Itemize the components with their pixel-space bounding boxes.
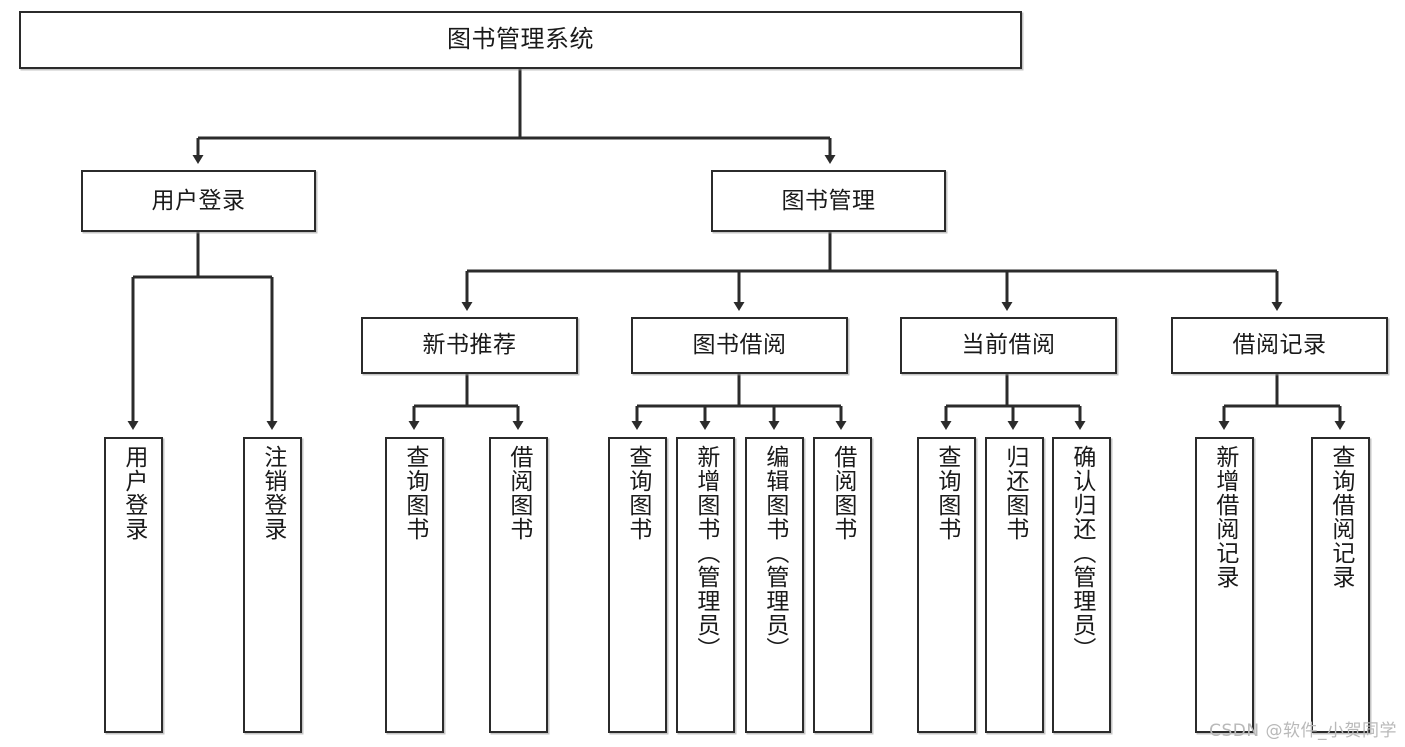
node-root-book-management-system[interactable]: 图书管理系统	[19, 11, 1022, 69]
node-label: 借阅图书	[505, 445, 532, 541]
node-borrow-record[interactable]: 借阅记录	[1171, 317, 1388, 374]
node-label: 图书管理系统	[447, 25, 594, 54]
node-leaf-confirm-return[interactable]: 确认归还（管理员）	[1052, 437, 1111, 733]
node-leaf-edit-book[interactable]: 编辑图书（管理员）	[745, 437, 804, 733]
node-book-borrow[interactable]: 图书借阅	[631, 317, 848, 374]
node-current-borrow[interactable]: 当前借阅	[900, 317, 1117, 374]
node-label: 查询借阅记录	[1327, 445, 1354, 589]
node-label: 新增图书（管理员）	[692, 445, 719, 661]
node-label: 当前借阅	[961, 332, 1056, 359]
node-label: 编辑图书（管理员）	[761, 445, 788, 661]
node-leaf-query-record[interactable]: 查询借阅记录	[1311, 437, 1370, 733]
node-leaf-logout-login[interactable]: 注销登录	[243, 437, 302, 733]
node-leaf-add-record[interactable]: 新增借阅记录	[1195, 437, 1254, 733]
node-label: 图书借阅	[692, 332, 787, 359]
node-label: 借阅记录	[1232, 332, 1327, 359]
node-label: 用户登录	[151, 187, 246, 214]
node-leaf-query-book-3[interactable]: 查询图书	[917, 437, 976, 733]
node-label: 用户登录	[120, 445, 147, 541]
node-label: 注销登录	[259, 445, 286, 541]
node-leaf-user-login[interactable]: 用户登录	[104, 437, 163, 733]
node-label: 确认归还（管理员）	[1068, 445, 1095, 661]
node-leaf-return-book[interactable]: 归还图书	[985, 437, 1044, 733]
node-user-login[interactable]: 用户登录	[81, 170, 316, 232]
node-label: 查询图书	[933, 445, 960, 541]
node-leaf-query-book-1[interactable]: 查询图书	[385, 437, 444, 733]
node-label: 查询图书	[624, 445, 651, 541]
node-leaf-borrow-book-2[interactable]: 借阅图书	[813, 437, 872, 733]
node-label: 借阅图书	[829, 445, 856, 541]
node-label: 查询图书	[401, 445, 428, 541]
node-label: 新增借阅记录	[1211, 445, 1238, 589]
watermark-text: CSDN @软件_小贺同学	[1209, 721, 1397, 741]
node-leaf-borrow-book-1[interactable]: 借阅图书	[489, 437, 548, 733]
node-label: 归还图书	[1001, 445, 1028, 541]
node-new-book-recommend[interactable]: 新书推荐	[361, 317, 578, 374]
node-leaf-query-book-2[interactable]: 查询图书	[608, 437, 667, 733]
node-label: 新书推荐	[422, 332, 517, 359]
node-book-management[interactable]: 图书管理	[711, 170, 946, 232]
node-leaf-add-book[interactable]: 新增图书（管理员）	[676, 437, 735, 733]
node-label: 图书管理	[781, 187, 876, 214]
